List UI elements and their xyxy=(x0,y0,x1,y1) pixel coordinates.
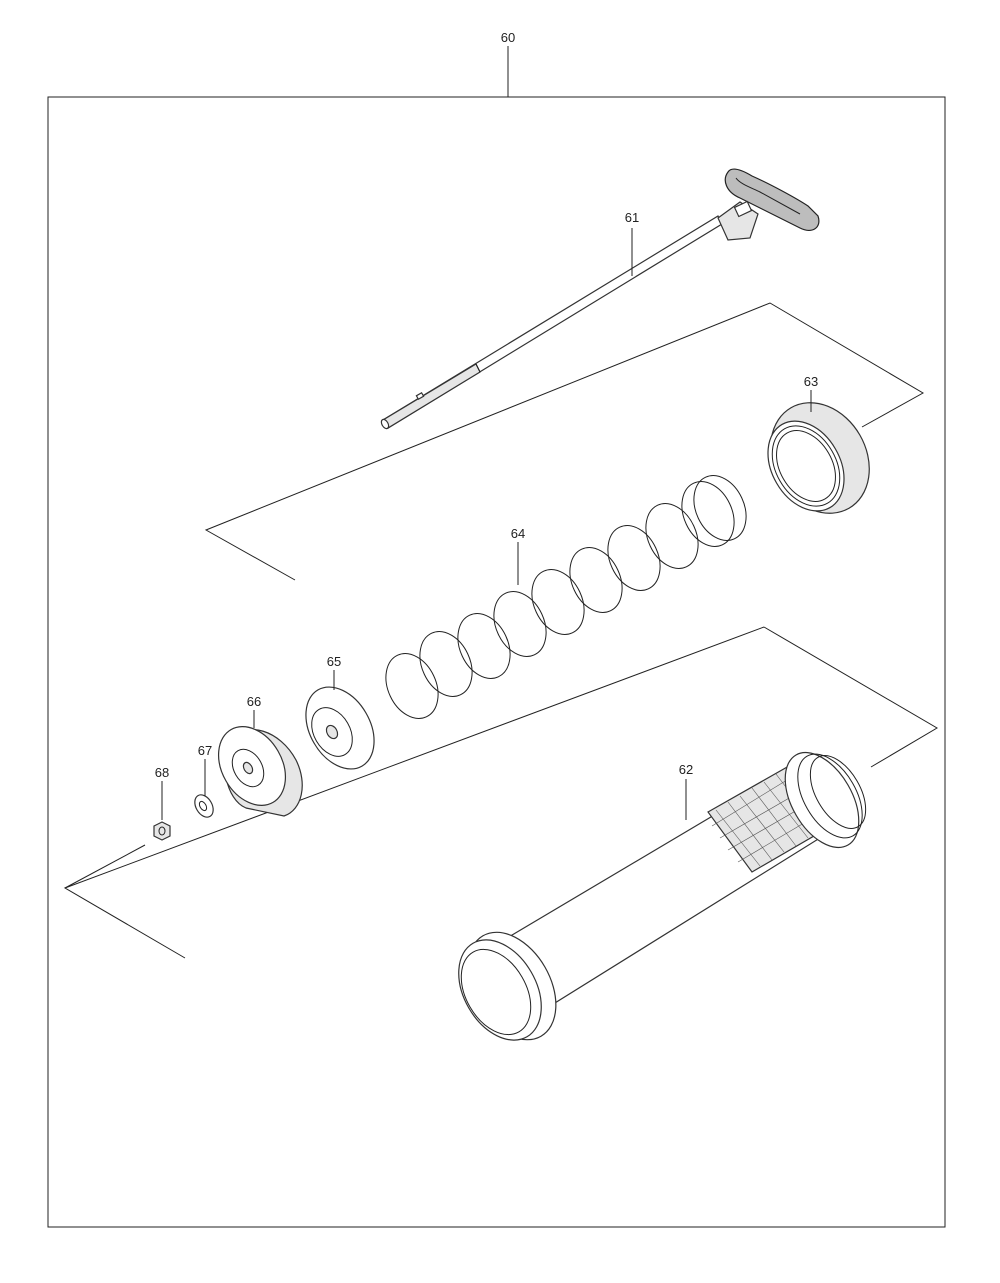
barrel-label: 62 xyxy=(679,762,693,777)
rod-label: 61 xyxy=(625,210,639,225)
washer-label: 67 xyxy=(198,743,212,758)
lower-group-bracket-right xyxy=(763,626,938,768)
assembly-frame xyxy=(47,96,946,1228)
cap-label: 63 xyxy=(804,374,818,389)
nut-label: 68 xyxy=(155,765,169,780)
rod-with-t-handle xyxy=(380,168,820,430)
grease-barrel-tube xyxy=(458,751,867,1041)
coil-spring xyxy=(385,475,747,719)
plunger-disc xyxy=(305,686,375,770)
follower-cup-label: 66 xyxy=(247,694,261,709)
hex-nut xyxy=(153,821,171,841)
washer xyxy=(194,794,214,818)
spring-label: 64 xyxy=(511,526,525,541)
threaded-cap-ring xyxy=(767,402,870,514)
assembly-label: 60 xyxy=(501,30,515,45)
plunger-disc-label: 65 xyxy=(327,654,341,669)
upper-group-bracket xyxy=(204,302,925,581)
lower-group-bracket-tick xyxy=(64,844,146,889)
follower-cup xyxy=(217,726,303,817)
